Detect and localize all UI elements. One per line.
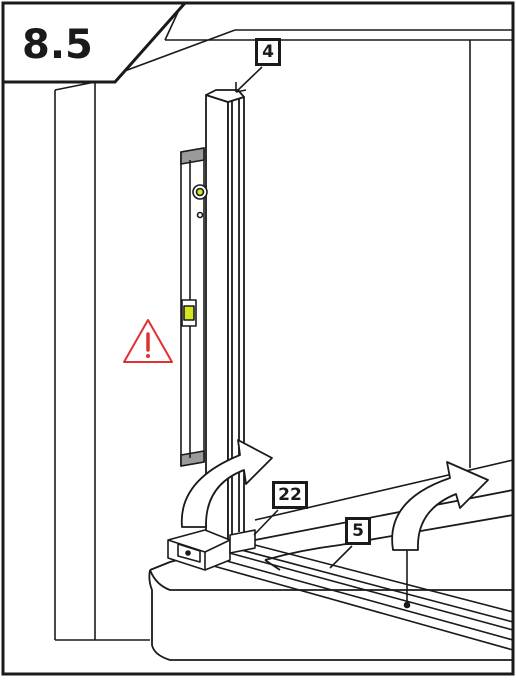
bottom-rail bbox=[195, 537, 514, 651]
callout-bottom-rail: 5 bbox=[345, 517, 371, 545]
wall bbox=[54, 11, 514, 641]
spirit-level bbox=[180, 147, 208, 467]
callout-corner-connector: 22 bbox=[272, 481, 308, 509]
corner-connector bbox=[167, 529, 256, 571]
callout-upright-profile: 4 bbox=[255, 38, 281, 66]
curved-arrow-right bbox=[391, 461, 489, 551]
step-number: 8.5 bbox=[22, 22, 93, 68]
curved-arrow-left bbox=[180, 439, 273, 528]
leader-lines bbox=[235, 66, 353, 569]
step-tab bbox=[1, 1, 189, 84]
warning-triangle-icon bbox=[123, 319, 173, 363]
